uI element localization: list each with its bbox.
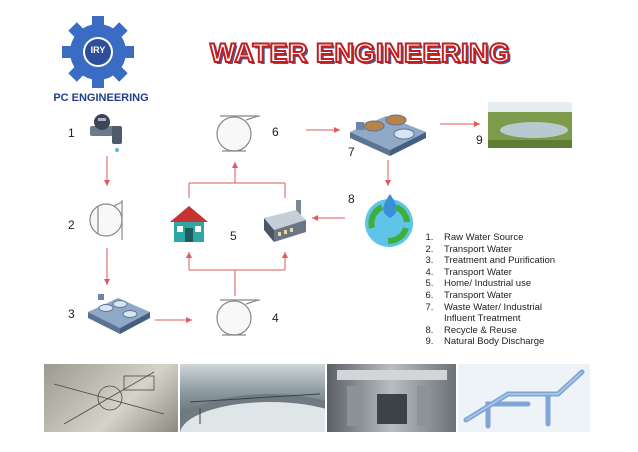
treatment-plant-icon-7 [350, 114, 426, 156]
pump-icon-6 [216, 115, 260, 152]
legend-item: Waste Water/ Industrial Influent Treatme… [436, 302, 574, 325]
node-label-2: 2 [68, 218, 75, 232]
house-icon [170, 206, 208, 242]
page-title: WATER ENGINEERING [209, 37, 511, 69]
pump-icon-2 [89, 200, 123, 240]
ductwork-room-photo [326, 364, 457, 432]
node-label-8: 8 [348, 192, 355, 206]
node-label-6: 6 [272, 125, 279, 139]
gear-logo-icon [62, 16, 134, 88]
logo-caption: PC ENGINEERING [53, 92, 149, 104]
node-label-3: 3 [68, 307, 75, 321]
legend-item: Transport Water [436, 267, 620, 279]
node-label-4: 4 [272, 311, 279, 325]
treatment-plant-icon-3 [88, 294, 150, 334]
logo-badge: IRY [90, 45, 106, 55]
node-label-5: 5 [230, 229, 237, 243]
piping-render-photo [458, 364, 590, 432]
node-label-7: 7 [348, 145, 355, 159]
legend-item: Treatment and Purification [436, 255, 620, 267]
photo-strip [44, 364, 590, 432]
legend-item: Transport Water [436, 290, 620, 302]
recycle-icon [365, 194, 413, 247]
legend-item: Natural Body Discharge [436, 336, 620, 348]
pump-icon-4 [216, 299, 260, 336]
legend-item: Recycle & Reuse [436, 325, 620, 337]
legend-item: Transport Water [436, 244, 620, 256]
node-label-9: 9 [476, 133, 483, 147]
faucet-icon [90, 114, 122, 152]
legend: Raw Water Source Transport Water Treatme… [420, 232, 620, 348]
river-image [488, 102, 572, 148]
legend-item: Raw Water Source [436, 232, 620, 244]
blueprint-drawing-photo [44, 364, 178, 432]
legend-item: Home/ Industrial use [436, 278, 620, 290]
factory-icon [264, 200, 306, 242]
node-label-1: 1 [68, 126, 75, 140]
clarifier-tank-photo [179, 364, 325, 432]
